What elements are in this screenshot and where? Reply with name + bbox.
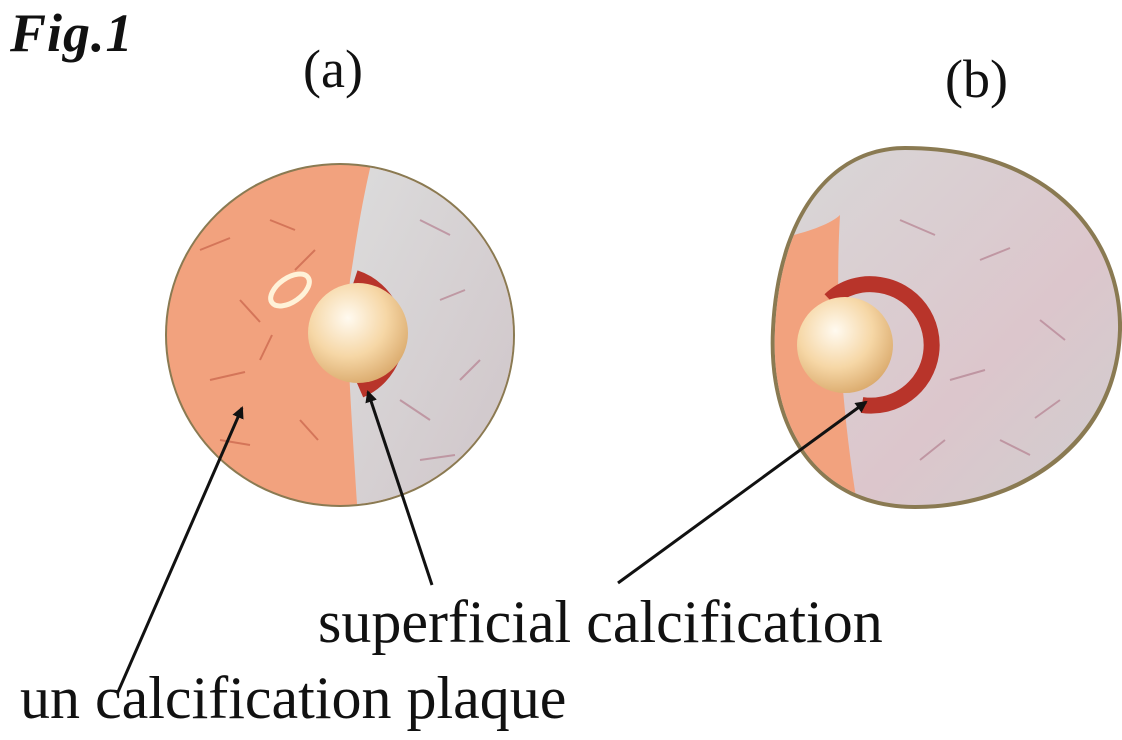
vessel-cross-section-b — [770, 145, 1122, 515]
arrow-plaque — [118, 408, 242, 692]
lumen-b — [797, 297, 893, 393]
arrow-superficial-b — [618, 402, 866, 583]
callout-calcification-plaque: un calcification plaque — [20, 668, 566, 728]
callout-superficial-calcification: superficial calcification — [318, 592, 883, 652]
lumen-a — [308, 283, 408, 383]
vessel-cross-section-a — [160, 160, 520, 520]
